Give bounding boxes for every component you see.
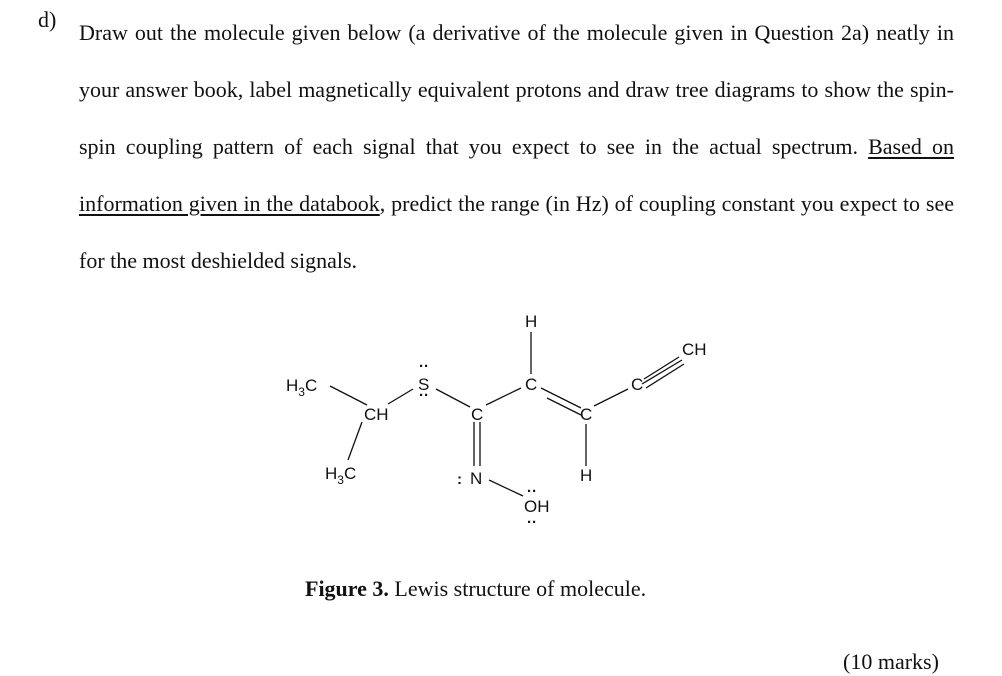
bonds	[329, 332, 685, 497]
question-text-part2: , predict the range (in Hz) of coupling …	[79, 191, 954, 273]
atom-ch: CH	[364, 405, 389, 424]
atom-c-oxime: C	[471, 405, 483, 424]
atom-h3c-top-sub: 3	[298, 385, 305, 399]
lone-pair-n: :	[457, 471, 462, 488]
atom-h-top: H	[525, 312, 537, 331]
atom-c-alkyne: C	[631, 375, 643, 394]
bond-triple-3	[645, 363, 685, 389]
atom-ch-alkyne: CH	[682, 340, 707, 359]
lone-pair-o-bottom: ··	[527, 514, 537, 531]
atom-h3c-top-h: H	[286, 376, 298, 395]
question-label: d)	[38, 7, 57, 32]
question-text-part1: Draw out the molecule given below (a der…	[79, 20, 954, 159]
bond-c-c	[485, 387, 522, 406]
atom-h3c-top-c: C	[305, 376, 317, 395]
figure-caption-label: Figure 3.	[305, 576, 389, 601]
atom-h3c-bottom-h: H	[325, 464, 337, 483]
bond-ch-ch3	[347, 421, 363, 461]
bond-triple-1	[643, 356, 680, 380]
bond-n-o	[488, 479, 524, 497]
atom-h3c-bottom-sub: 3	[337, 473, 344, 487]
bond-c-c-double-2	[546, 397, 582, 416]
atom-c-vinyl2: C	[580, 405, 592, 424]
bond-triple-2	[641, 359, 683, 385]
question-text: Draw out the molecule given below (a der…	[79, 4, 954, 289]
atom-h3c-bottom-c: C	[344, 464, 356, 483]
atom-c-vinyl1: C	[525, 375, 537, 394]
lone-pair-o-top: ··	[527, 483, 537, 500]
lone-pair-s-top: ··	[419, 358, 429, 375]
figure-caption-text: Lewis structure of molecule.	[388, 576, 647, 601]
bond-ch-s	[387, 388, 414, 405]
bond-c-c-double-1	[540, 387, 582, 409]
bond-h3c-ch	[329, 385, 368, 406]
atom-s: S	[418, 375, 429, 394]
figure-caption: Figure 3. Lewis structure of molecule.	[305, 575, 646, 603]
atom-h-bottom: H	[580, 466, 592, 485]
atom-n: N	[470, 469, 482, 488]
atom-oh: OH	[524, 497, 550, 516]
atom-h3c-bottom: H3C	[325, 464, 356, 487]
databook-reference: Based on information given in the databo…	[79, 134, 955, 216]
lone-pair-s-bottom: ··	[419, 387, 429, 404]
bond-s-c	[435, 388, 471, 408]
bond-c-c-alkyne	[593, 388, 629, 407]
marks-label: (10 marks)	[843, 649, 939, 674]
atom-h3c-top: H3C	[286, 376, 317, 399]
